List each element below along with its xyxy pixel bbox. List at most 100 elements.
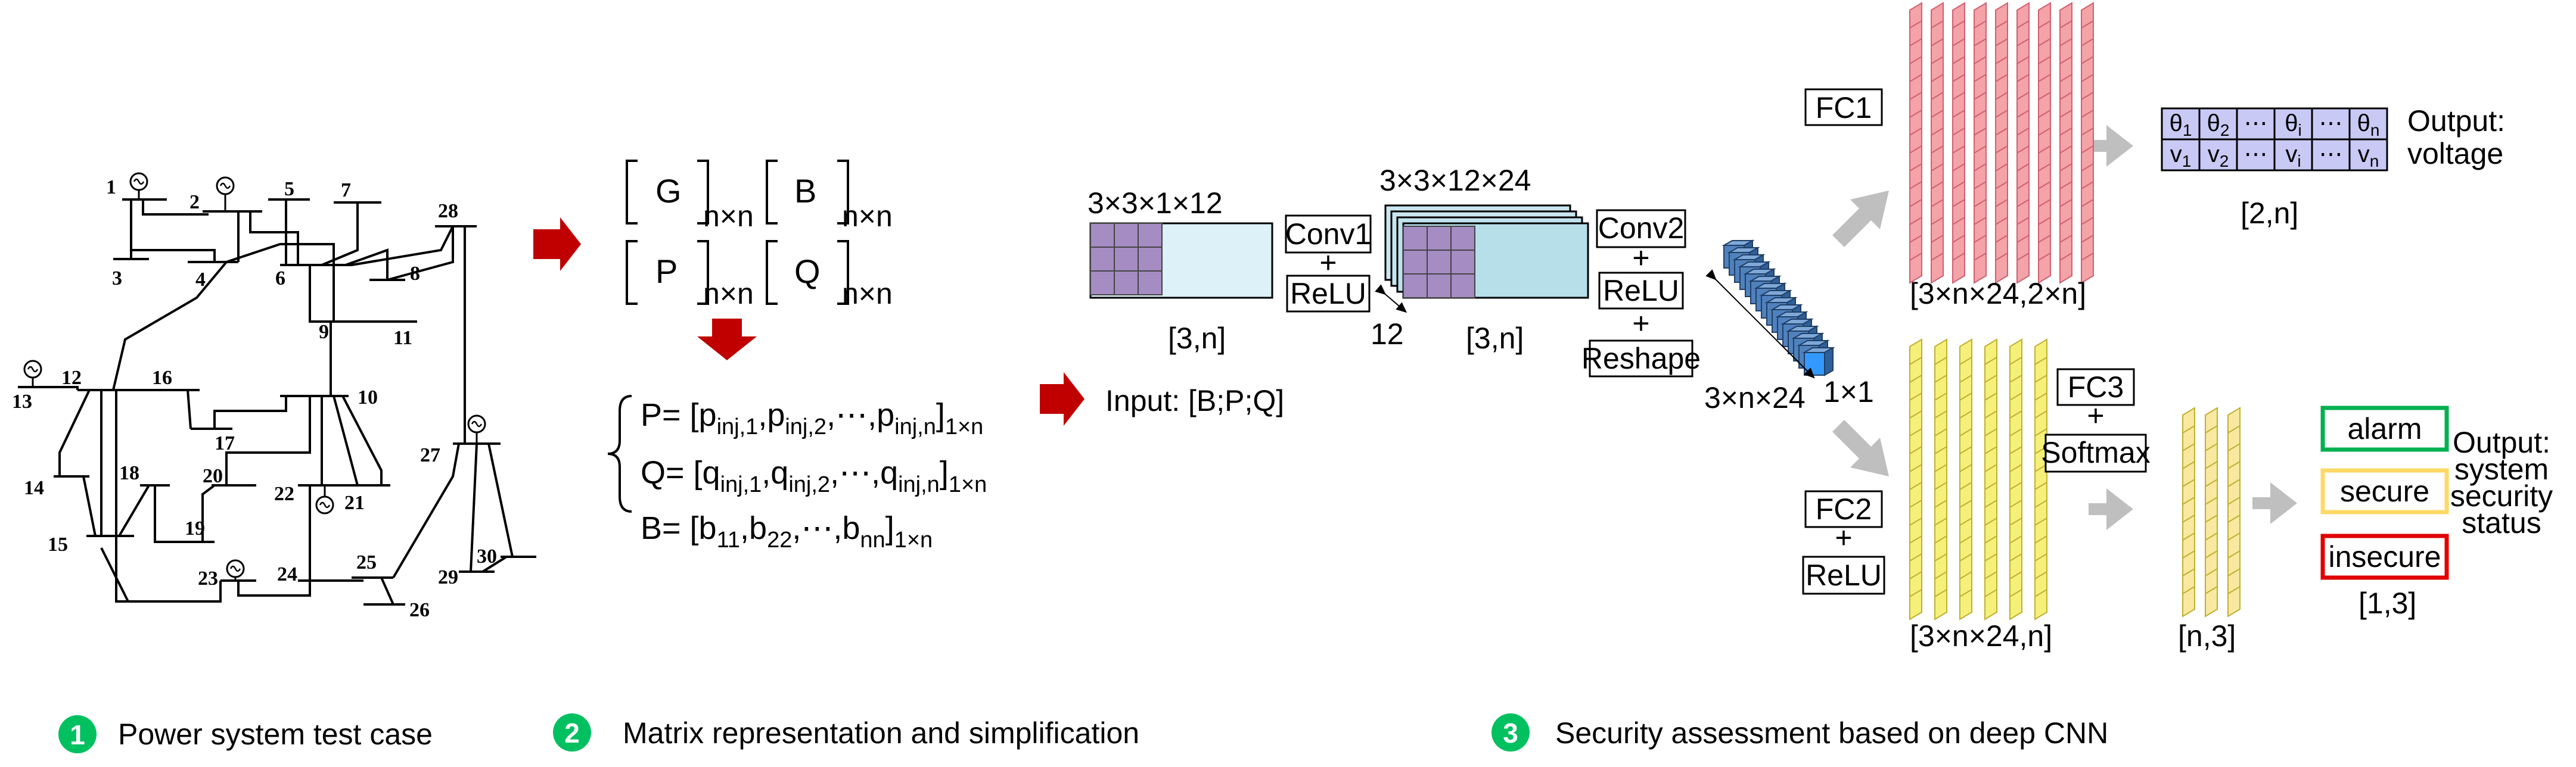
bus-label: 2 — [189, 191, 200, 213]
step-number: 3 — [1503, 718, 1518, 749]
neuron — [2038, 252, 2051, 284]
voltage-cell-label: ⋯ — [2319, 141, 2343, 167]
bus-label: 3 — [112, 267, 122, 289]
size-3n-label: [3,n] — [1466, 322, 1524, 355]
voltage-cell-label: ⋯ — [2244, 141, 2268, 167]
equation-q: Q= [qinj,1,qinj,2,⋯,qinj,n]1×n — [641, 455, 987, 497]
status-output-title: Output: — [2453, 426, 2550, 459]
voltage-cell — [2311, 138, 2351, 172]
size-1x1-label: 1×1 — [1823, 375, 1874, 409]
voltage-cell-label: θi — [2285, 110, 2301, 139]
fc3-label: FC3 — [2068, 370, 2124, 404]
reshape-cell — [1802, 347, 1835, 376]
reshaped-feature-stack — [1722, 239, 1835, 376]
voltage-cell-label: v1 — [2170, 141, 2192, 170]
matrix-size: n×n — [703, 199, 754, 233]
neuron — [1984, 588, 1997, 621]
neuron — [2081, 252, 2094, 284]
matrix-size: n×n — [842, 199, 893, 233]
grey-arrows — [1832, 125, 2297, 530]
status-output-title: system — [2454, 453, 2549, 486]
status-insecure-box — [2320, 534, 2449, 580]
conv1-label: Conv1 — [1285, 217, 1372, 251]
neuron — [2009, 588, 2022, 621]
plus-sign: + — [2087, 399, 2104, 432]
relu-label: ReLU — [1290, 277, 1366, 310]
ieee30-bus-diagram — [18, 198, 536, 606]
bus-label: 9 — [319, 321, 329, 343]
bus-label: 20 — [203, 465, 223, 487]
bus-label: 28 — [438, 200, 458, 222]
bus-label: 13 — [12, 391, 32, 413]
matrix-g: G — [655, 172, 682, 210]
bus-label: 18 — [119, 462, 139, 484]
voltage-output-title: voltage — [2407, 137, 2503, 170]
step-number: 2 — [564, 718, 580, 749]
neuron — [1909, 588, 1922, 621]
bus-label: 12 — [61, 367, 82, 389]
bus-label: 11 — [393, 327, 412, 349]
fc1-size-label: [3×n×24,2×n] — [1910, 277, 2086, 310]
bus-label: 27 — [420, 444, 440, 466]
size-12-label: 12 — [1371, 317, 1404, 351]
voltage-cell-label: ⋯ — [2244, 110, 2268, 136]
bus-label: 8 — [410, 263, 420, 285]
conv1-kernel — [1090, 223, 1163, 295]
bus-label: 14 — [24, 477, 44, 499]
bus-label: 26 — [409, 599, 430, 621]
reshape-label: Reshape — [1581, 342, 1701, 375]
kernel2-label: 3×3×12×24 — [1379, 164, 1531, 197]
fc2-label: FC2 — [1816, 492, 1872, 526]
equation-p: P= [pinj,1,pinj,2,⋯,pinj,n]1×n — [641, 397, 983, 439]
neuron — [1952, 252, 1965, 284]
plus-sign: + — [1319, 246, 1337, 279]
neuron — [2059, 252, 2072, 284]
status-insecure-label: insecure — [2329, 540, 2441, 573]
bus-label: 30 — [477, 545, 497, 568]
neuron — [2182, 585, 2195, 618]
fc2-size-label: [3×n×24,n] — [1910, 619, 2052, 653]
voltage-cell-label: ⋯ — [2319, 110, 2343, 136]
voltage-cell — [2198, 107, 2238, 141]
neuron — [2205, 585, 2218, 618]
plus-sign: + — [1835, 521, 1852, 554]
step-2: 2 Matrix representation and simplificati… — [553, 713, 1139, 752]
bus-label: 19 — [185, 517, 205, 540]
voltage-cell-label: vi — [2285, 141, 2301, 170]
generator-icons — [23, 172, 486, 581]
equation-brace — [607, 395, 632, 513]
neuron — [1934, 588, 1947, 621]
neuron — [2034, 588, 2047, 621]
bus-label: 22 — [274, 483, 294, 505]
relu-label: ReLU — [1806, 559, 1882, 592]
matrix-p: P — [655, 252, 678, 290]
voltage-cell-label: θ1 — [2170, 110, 2192, 139]
neuron — [1995, 252, 2008, 284]
bus-label: 4 — [195, 269, 206, 291]
voltage-cell-label: v2 — [2208, 141, 2229, 170]
relu-label: ReLU — [1603, 274, 1679, 307]
voltage-cell-label: vn — [2358, 141, 2379, 170]
bus-label: 17 — [215, 432, 235, 454]
kernel1-label: 3×3×1×12 — [1087, 186, 1223, 220]
step-label: Power system test case — [118, 718, 433, 751]
size-3n-label: [3,n] — [1168, 322, 1226, 355]
fc3-neurons — [2182, 407, 2241, 618]
bus-label: 5 — [284, 178, 294, 200]
neuron — [1974, 252, 1987, 284]
flow-arrow — [533, 217, 581, 271]
voltage-cell-label: θn — [2357, 110, 2380, 139]
bus-labels: 1 2 3 4 5 6 7 8 9 10 11 12 13 14 15 16 1… — [12, 176, 497, 621]
bus-label: 23 — [198, 568, 218, 590]
voltage-cell — [2236, 138, 2276, 172]
bus-label: 24 — [277, 563, 297, 585]
status-alarm-box — [2320, 406, 2449, 452]
bus-label: 25 — [356, 551, 377, 573]
bus-label: 29 — [438, 566, 458, 588]
voltage-cell — [2348, 138, 2388, 172]
plus-sign: + — [1632, 241, 1649, 275]
neuron — [1931, 252, 1944, 284]
flow-arrow — [1040, 372, 1085, 426]
fc2-neurons — [1909, 338, 2047, 621]
fc1-label: FC1 — [1816, 91, 1872, 124]
